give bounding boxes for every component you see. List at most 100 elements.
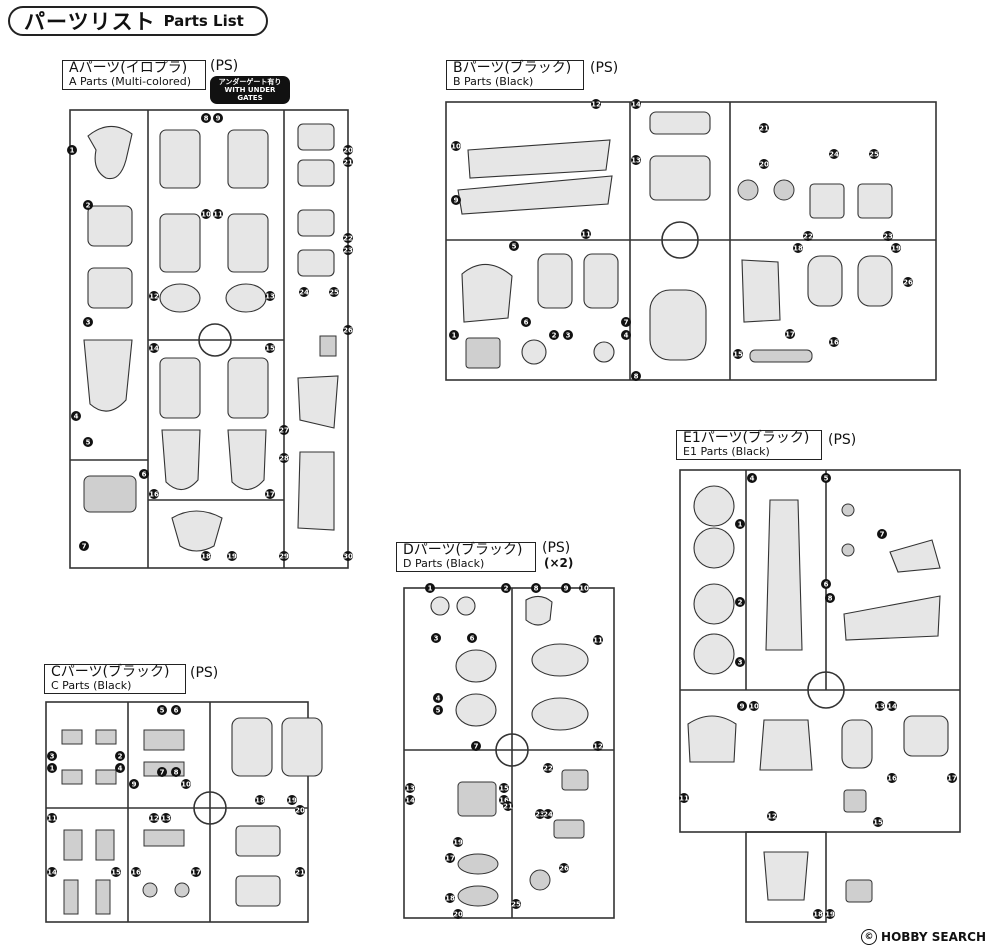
part-number-label: 9 xyxy=(132,781,137,789)
section-label-c: Cパーツ(ブラック) C Parts (Black) xyxy=(44,664,186,694)
part-number-b-5: 5 xyxy=(509,241,519,251)
part-number-label: 12 xyxy=(593,743,603,751)
part-number-label: 20 xyxy=(343,147,353,155)
part-number-c-10: 10 xyxy=(181,779,191,789)
part-number-label: 21 xyxy=(503,803,513,811)
part-number-label: 13 xyxy=(631,157,641,165)
part-number-e1-9: 9 xyxy=(737,701,747,711)
part-number-label: 1 xyxy=(428,585,433,593)
part-number-d-7: 7 xyxy=(471,741,481,751)
part-number-label: 4 xyxy=(436,695,441,703)
part-number-label: 17 xyxy=(785,331,795,339)
part-number-label: 1 xyxy=(452,332,457,340)
part-number-a-23: 23 xyxy=(343,245,353,255)
part-number-b-15: 15 xyxy=(733,349,743,359)
part-number-label: 19 xyxy=(825,911,835,919)
part-number-label: 5 xyxy=(160,707,165,715)
part-number-b-7: 7 xyxy=(621,317,631,327)
part-number-label: 6 xyxy=(470,635,475,643)
part-number-c-18: 18 xyxy=(255,795,265,805)
part-number-e1-10: 10 xyxy=(749,701,759,711)
section-c-ps: (PS) xyxy=(190,665,219,681)
part-number-label: 7 xyxy=(474,743,479,751)
part-number-b-11: 11 xyxy=(581,229,591,239)
section-a-ps: (PS) xyxy=(210,58,239,74)
part-number-label: 24 xyxy=(299,289,309,297)
part-number-label: 14 xyxy=(47,869,57,877)
part-number-d-19: 19 xyxy=(453,837,463,847)
part-number-label: 20 xyxy=(295,807,305,815)
part-number-label: 18 xyxy=(255,797,265,805)
part-number-b-24: 24 xyxy=(829,149,839,159)
part-number-label: 22 xyxy=(803,233,813,241)
part-number-a-19: 19 xyxy=(227,551,237,561)
part-number-c-17: 17 xyxy=(191,867,201,877)
part-number-a-10: 10 xyxy=(201,209,211,219)
part-number-label: 16 xyxy=(499,797,509,805)
part-number-e1-8: 8 xyxy=(825,593,835,603)
part-number-label: 22 xyxy=(543,765,553,773)
part-number-label: 2 xyxy=(738,599,743,607)
part-number-b-10: 10 xyxy=(451,141,461,151)
part-number-label: 1 xyxy=(738,521,743,529)
part-number-a-26: 26 xyxy=(343,325,353,335)
part-number-a-27: 27 xyxy=(279,425,289,435)
runner-a xyxy=(69,109,349,569)
part-number-c-13: 13 xyxy=(161,813,171,823)
part-number-label: 14 xyxy=(149,345,159,353)
section-d-ps: (PS) xyxy=(542,540,571,556)
title-en: Parts List xyxy=(163,12,244,30)
part-number-label: 15 xyxy=(265,345,275,353)
part-number-b-8: 8 xyxy=(631,371,641,381)
part-number-a-2: 2 xyxy=(83,200,93,210)
part-number-label: 1 xyxy=(70,147,75,155)
part-number-label: 5 xyxy=(86,439,91,447)
part-number-a-21: 21 xyxy=(343,157,353,167)
part-number-label: 10 xyxy=(201,211,211,219)
part-number-a-6: 6 xyxy=(139,469,149,479)
part-number-d-20: 20 xyxy=(453,909,463,919)
part-number-a-29: 29 xyxy=(279,551,289,561)
part-number-c-5: 5 xyxy=(157,705,167,715)
part-number-b-6: 6 xyxy=(521,317,531,327)
part-number-label: 25 xyxy=(511,901,521,909)
part-number-label: 16 xyxy=(131,869,141,877)
under-gate-badge: アンダーゲート有り WITH UNDER GATES xyxy=(210,76,290,104)
part-number-label: 23 xyxy=(343,247,353,255)
part-number-label: 2 xyxy=(86,202,91,210)
part-number-label: 14 xyxy=(631,101,641,109)
part-number-e1-16: 16 xyxy=(887,773,897,783)
part-number-a-13: 13 xyxy=(265,291,275,301)
part-number-label: 3 xyxy=(86,319,91,327)
part-number-label: 17 xyxy=(445,855,455,863)
part-number-label: 19 xyxy=(227,553,237,561)
part-number-label: 4 xyxy=(624,332,629,340)
part-number-b-22: 22 xyxy=(803,231,813,241)
part-number-b-1: 1 xyxy=(449,330,459,340)
part-number-label: 15 xyxy=(499,785,509,793)
part-number-b-16: 16 xyxy=(829,337,839,347)
part-number-d-25: 25 xyxy=(511,899,521,909)
part-number-label: 13 xyxy=(405,785,415,793)
part-number-c-3: 3 xyxy=(47,751,57,761)
part-number-d-11: 11 xyxy=(593,635,603,645)
part-number-label: 4 xyxy=(750,475,755,483)
part-number-a-24: 24 xyxy=(299,287,309,297)
part-number-d-2: 2 xyxy=(501,583,511,593)
part-number-label: 11 xyxy=(593,637,603,645)
part-number-label: 29 xyxy=(279,553,289,561)
part-number-label: 12 xyxy=(149,815,159,823)
part-number-b-20: 20 xyxy=(759,159,769,169)
part-number-b-13: 13 xyxy=(631,155,641,165)
part-number-d-9: 9 xyxy=(561,583,571,593)
part-number-label: 26 xyxy=(903,279,913,287)
part-number-a-11: 11 xyxy=(213,209,223,219)
part-number-a-3: 3 xyxy=(83,317,93,327)
part-number-e1-1: 1 xyxy=(735,519,745,529)
part-number-label: 7 xyxy=(624,319,629,327)
part-number-label: 7 xyxy=(160,769,165,777)
part-number-b-4: 4 xyxy=(621,330,631,340)
part-number-label: 13 xyxy=(265,293,275,301)
